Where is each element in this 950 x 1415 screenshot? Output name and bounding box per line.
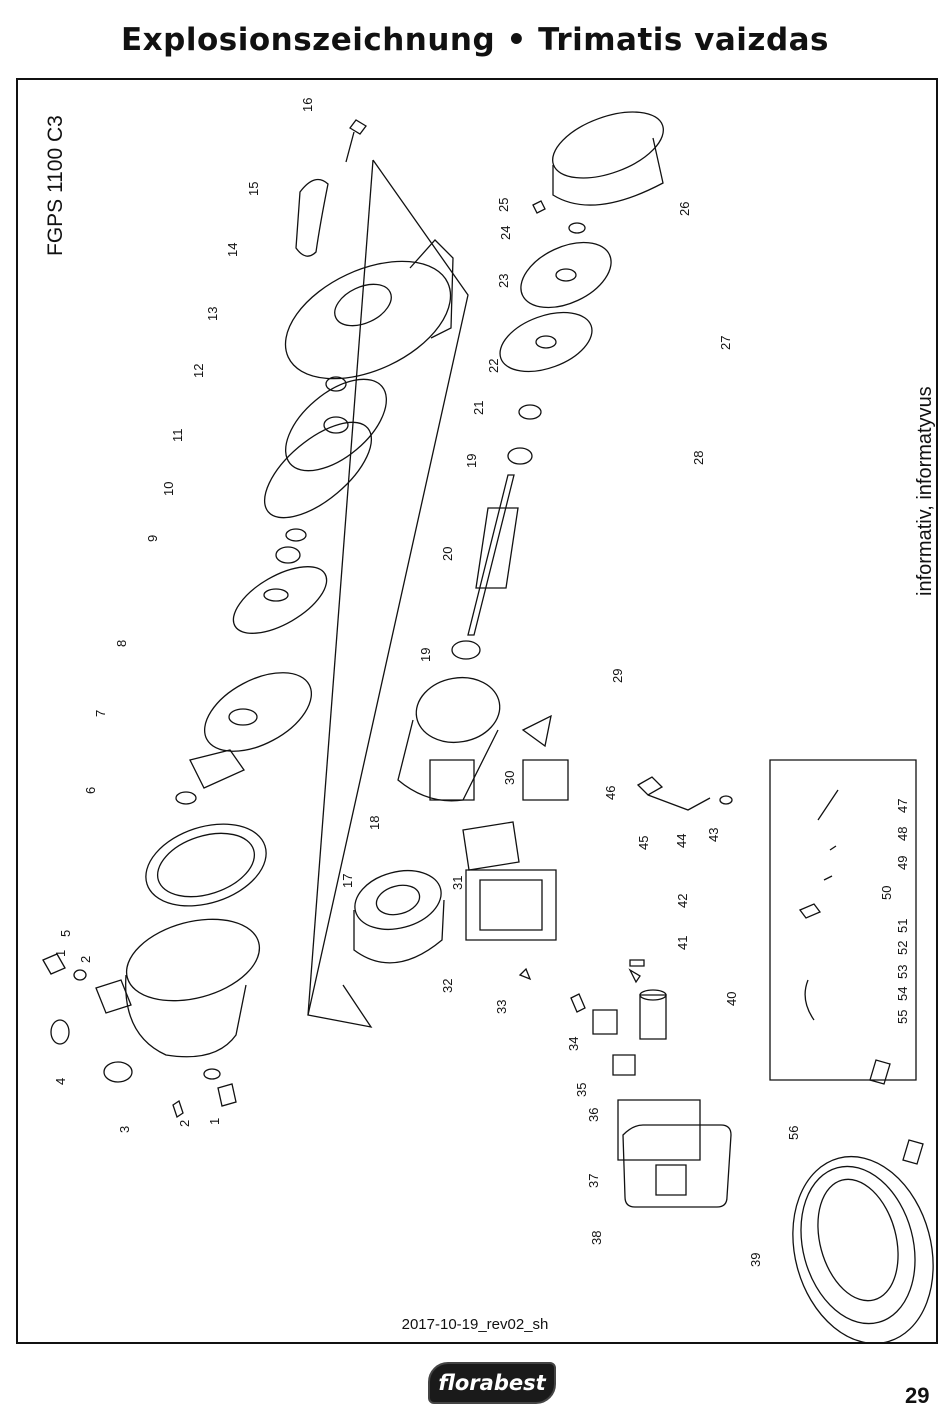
part-label: 7 — [93, 710, 108, 717]
brand-logo-text: florabest — [438, 1371, 546, 1395]
part-label: 10 — [161, 482, 176, 496]
part-label: 15 — [246, 182, 261, 196]
part-label: 49 — [895, 856, 910, 870]
part-label: 41 — [675, 936, 690, 950]
part-label: 27 — [718, 336, 733, 350]
page-number: 29 — [905, 1383, 930, 1408]
part-label: 13 — [205, 307, 220, 321]
part-label: 19 — [464, 454, 479, 468]
brand-logo: florabest — [428, 1362, 556, 1404]
part-label: 5 — [58, 930, 73, 937]
part-label: 39 — [748, 1253, 763, 1267]
drawing-frame — [16, 78, 938, 1344]
part-label: 31 — [450, 876, 465, 890]
part-label: 42 — [675, 894, 690, 908]
part-label: 38 — [589, 1231, 604, 1245]
part-label: 46 — [603, 786, 618, 800]
part-label: 48 — [895, 827, 910, 841]
part-label: 51 — [895, 919, 910, 933]
part-label: 44 — [674, 834, 689, 848]
part-label: 19 — [418, 648, 433, 662]
part-label: 32 — [440, 979, 455, 993]
part-label: 28 — [691, 451, 706, 465]
part-label: 2 — [177, 1120, 192, 1127]
part-label: 20 — [440, 547, 455, 561]
part-label: 40 — [724, 992, 739, 1006]
part-label: 4 — [53, 1078, 68, 1085]
part-label: 26 — [677, 202, 692, 216]
part-label: 16 — [300, 98, 315, 112]
part-label: 23 — [496, 274, 511, 288]
page-title: Explosionszeichnung • Trimatis vaizdas — [120, 22, 830, 58]
part-label: 18 — [367, 816, 382, 830]
part-label: 21 — [471, 401, 486, 415]
part-label: 35 — [574, 1083, 589, 1097]
part-label: 43 — [706, 828, 721, 842]
part-label: 9 — [145, 535, 160, 542]
part-label: 25 — [496, 198, 511, 212]
part-label: 36 — [586, 1108, 601, 1122]
part-label: 17 — [340, 874, 355, 888]
part-label: 56 — [786, 1126, 801, 1140]
part-label: 55 — [895, 1010, 910, 1024]
part-label: 2 — [78, 956, 93, 963]
part-label: 47 — [895, 799, 910, 813]
part-label: 45 — [636, 836, 651, 850]
part-label: 24 — [498, 226, 513, 240]
exploded-view-drawing: 1 2 3 4 5 6 7 8 9 10 11 12 13 14 15 16 1… — [42, 98, 934, 1342]
part-label: 1 — [207, 1118, 222, 1125]
part-label: 33 — [494, 1000, 509, 1014]
part-label: 12 — [191, 364, 206, 378]
part-label: 1 — [53, 950, 68, 957]
part-label: 52 — [895, 941, 910, 955]
part-label: 3 — [117, 1126, 132, 1133]
part-label: 34 — [566, 1037, 581, 1051]
revision-label: 2017-10-19_rev02_sh — [401, 1316, 549, 1333]
part-label: 30 — [502, 771, 517, 785]
part-label: 37 — [586, 1174, 601, 1188]
part-label: 53 — [895, 965, 910, 979]
part-label: 6 — [83, 787, 98, 794]
part-label: 29 — [610, 669, 625, 683]
part-label: 14 — [225, 243, 240, 257]
part-label: 11 — [170, 429, 185, 443]
part-label: 8 — [114, 640, 129, 647]
part-label: 50 — [879, 886, 894, 900]
part-label: 22 — [486, 359, 501, 373]
part-label: 54 — [895, 987, 910, 1001]
